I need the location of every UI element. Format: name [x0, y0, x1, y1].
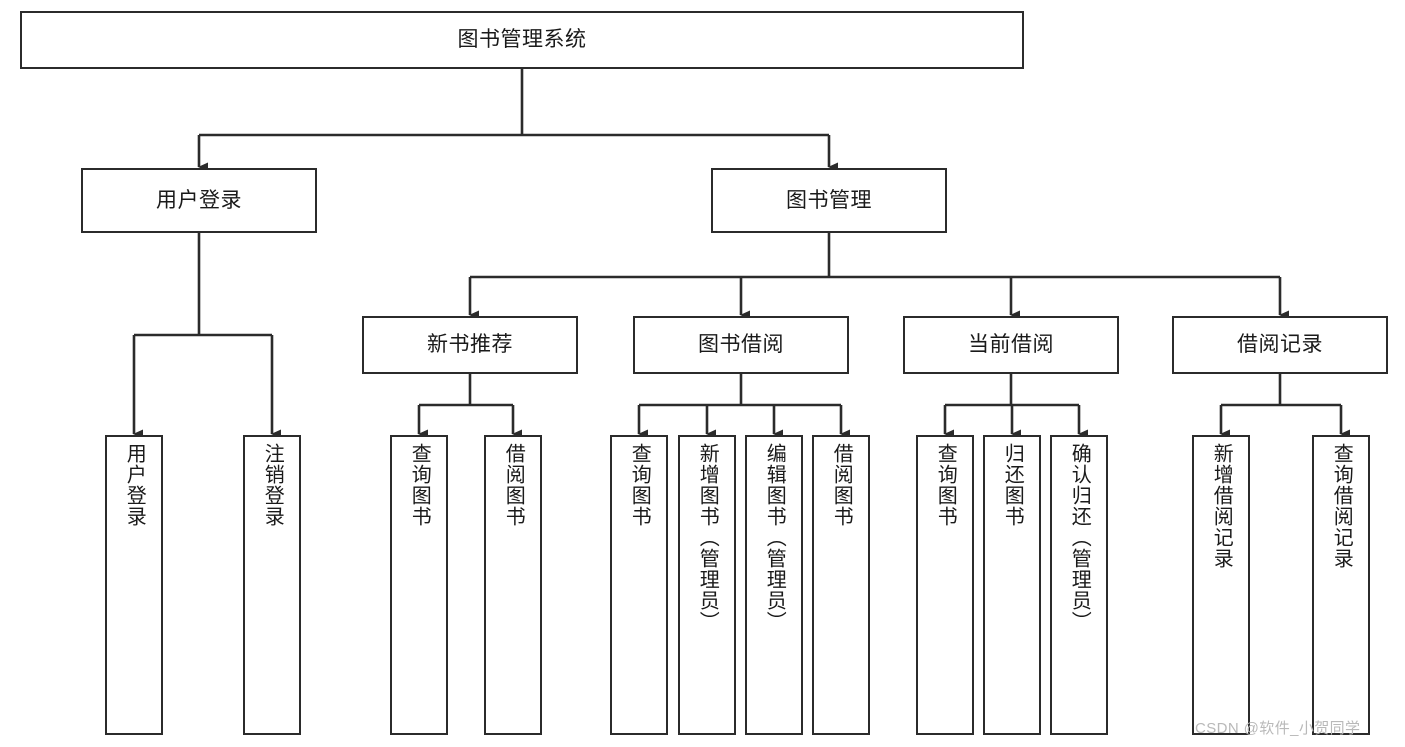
node-n_query[interactable]: 查询图书: [390, 435, 448, 735]
node-label: 新增图书（管理员）: [696, 443, 719, 632]
node-label: 查询图书: [934, 443, 957, 527]
node-records[interactable]: 借阅记录: [1172, 316, 1388, 374]
node-c_confirm[interactable]: 确认归还（管理员）: [1050, 435, 1108, 735]
node-c_query[interactable]: 查询图书: [916, 435, 974, 735]
node-label: 查询图书: [408, 443, 431, 527]
node-label: 注销登录: [261, 443, 284, 527]
node-current[interactable]: 当前借阅: [903, 316, 1119, 374]
node-label: 借阅图书: [830, 443, 853, 527]
node-label: 新增借阅记录: [1210, 443, 1233, 569]
node-b_query[interactable]: 查询图书: [610, 435, 668, 735]
node-label: 图书管理系统: [457, 28, 587, 52]
node-label: 新书推荐: [427, 333, 513, 357]
node-b_add[interactable]: 新增图书（管理员）: [678, 435, 736, 735]
node-root[interactable]: 图书管理系统: [20, 11, 1024, 69]
node-login[interactable]: 用户登录: [81, 168, 317, 233]
node-b_edit[interactable]: 编辑图书（管理员）: [745, 435, 803, 735]
node-label: 归还图书: [1001, 443, 1024, 527]
node-label: 查询借阅记录: [1330, 443, 1353, 569]
node-label: 图书借阅: [698, 333, 784, 357]
node-n_borrow[interactable]: 借阅图书: [484, 435, 542, 735]
node-label: 借阅图书: [502, 443, 525, 527]
node-label: 借阅记录: [1237, 333, 1323, 357]
node-label: 用户登录: [123, 443, 146, 527]
node-label: 当前借阅: [968, 333, 1054, 357]
edge-group: [132, 69, 1350, 439]
node-r_add[interactable]: 新增借阅记录: [1192, 435, 1250, 735]
node-bookmgmt[interactable]: 图书管理: [711, 168, 947, 233]
node-l_logout[interactable]: 注销登录: [243, 435, 301, 735]
node-label: 查询图书: [628, 443, 651, 527]
node-l_login[interactable]: 用户登录: [105, 435, 163, 735]
node-label: 确认归还（管理员）: [1068, 443, 1091, 632]
node-label: 图书管理: [786, 188, 872, 212]
node-label: 编辑图书（管理员）: [763, 443, 786, 632]
node-newbook[interactable]: 新书推荐: [362, 316, 578, 374]
node-borrow[interactable]: 图书借阅: [633, 316, 849, 374]
node-r_query[interactable]: 查询借阅记录: [1312, 435, 1370, 735]
node-label: 用户登录: [156, 188, 242, 212]
node-c_return[interactable]: 归还图书: [983, 435, 1041, 735]
node-b_borrow[interactable]: 借阅图书: [812, 435, 870, 735]
